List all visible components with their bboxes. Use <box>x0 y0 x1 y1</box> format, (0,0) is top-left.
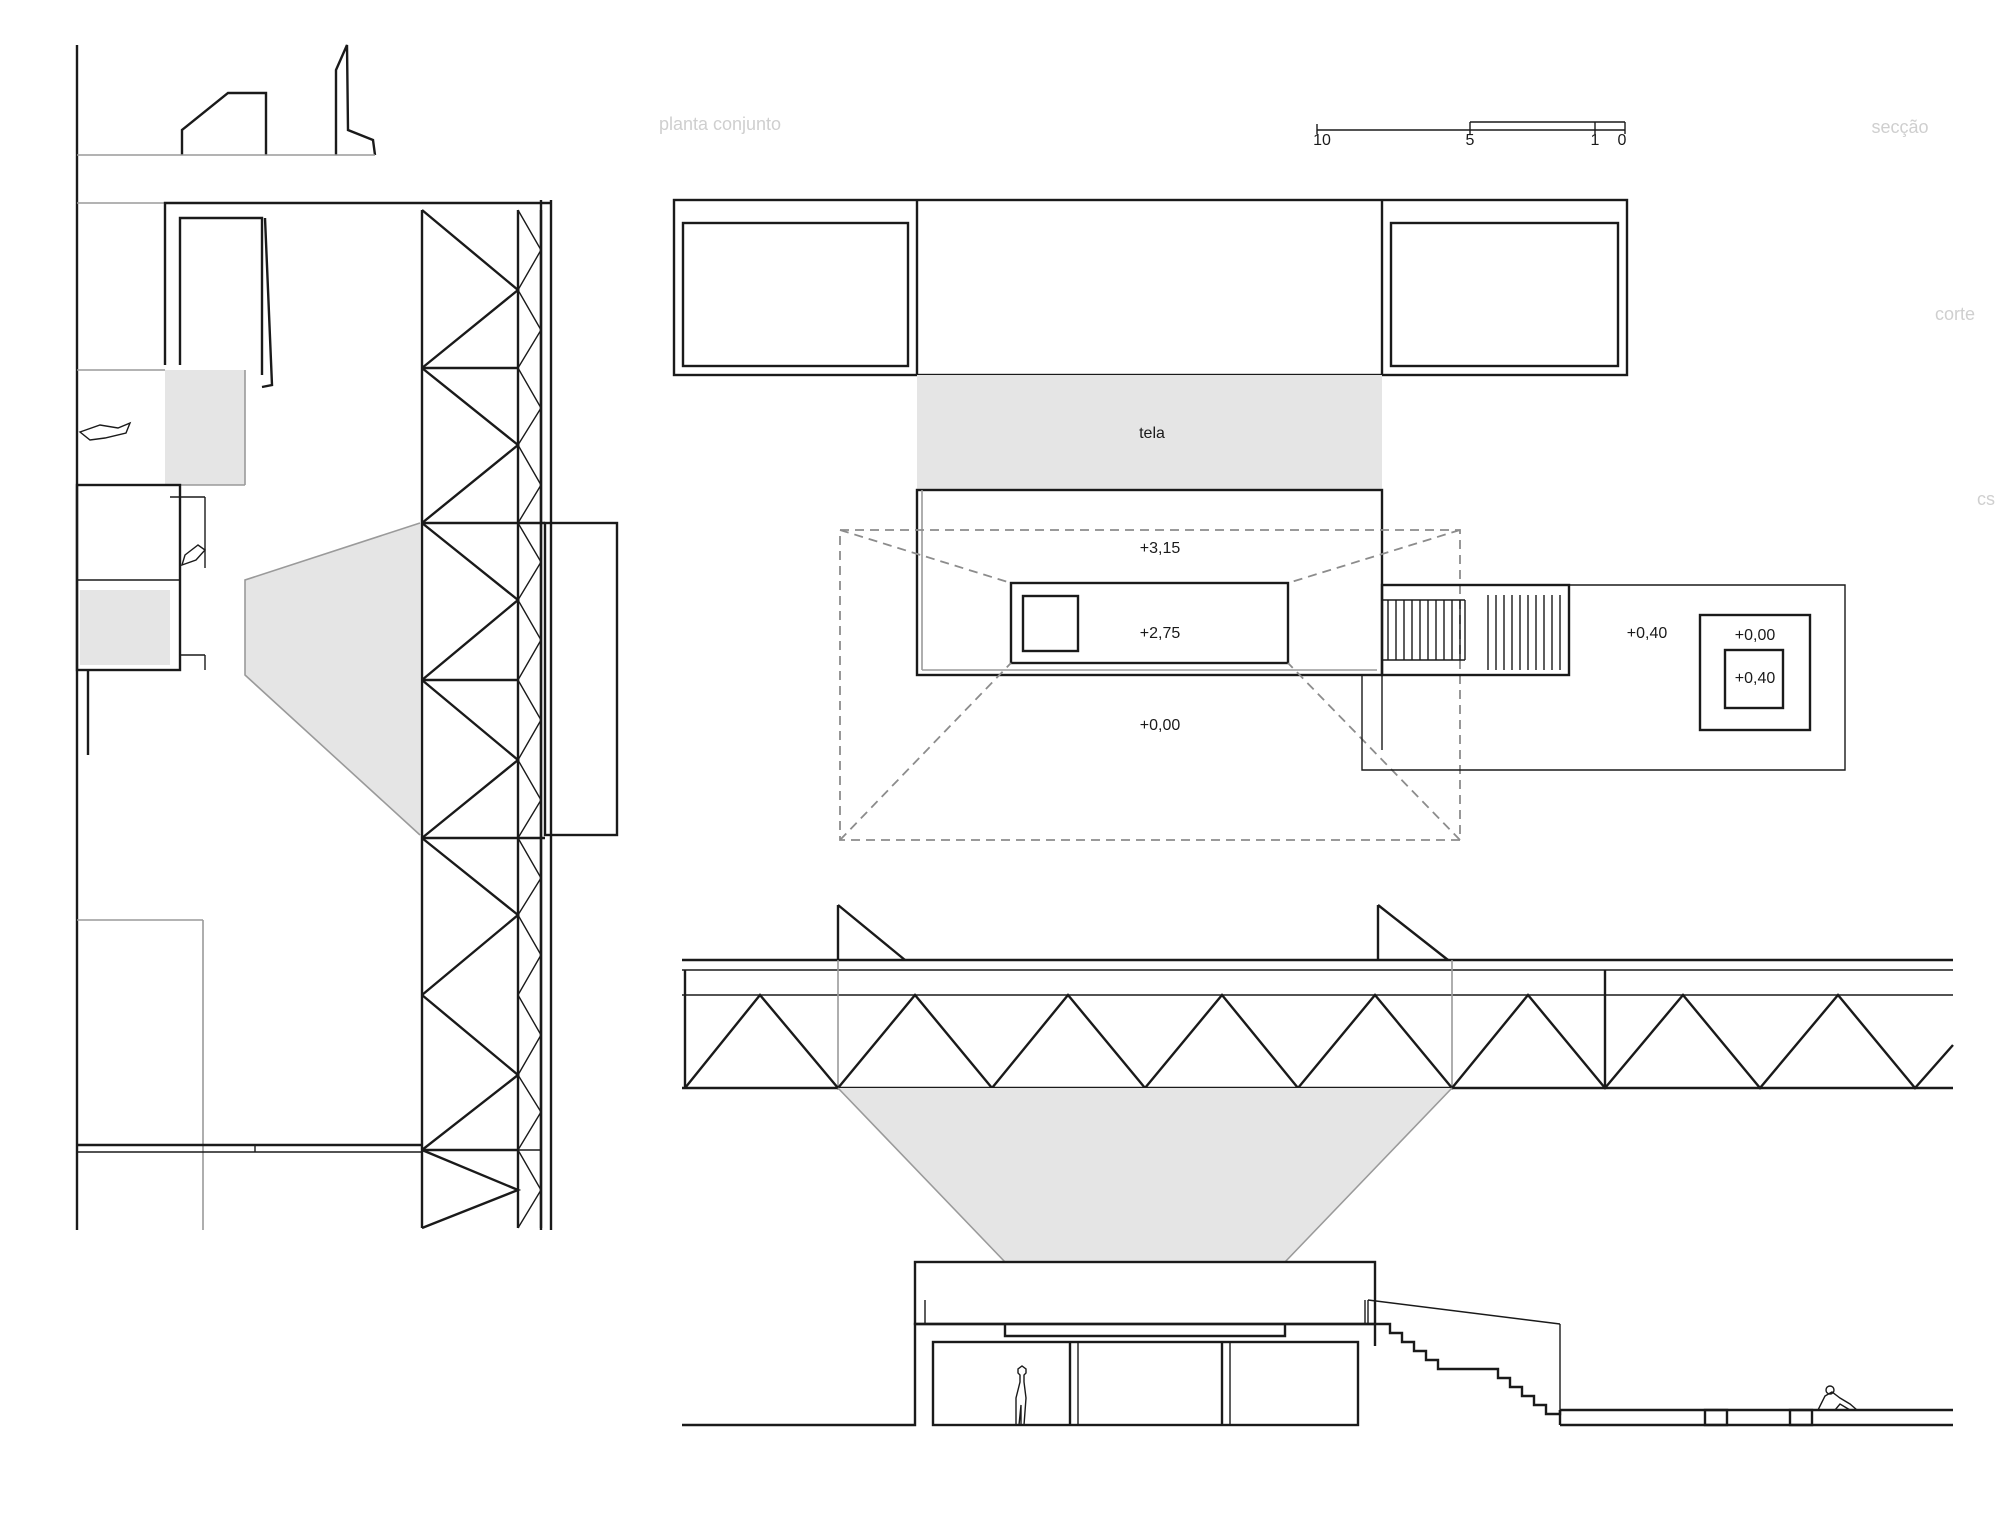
screen-label: tela <box>1139 425 1165 442</box>
scale-bar: 10 5 1 0 <box>1313 121 1627 149</box>
level-plaza-label: +0,40 <box>1627 625 1668 642</box>
scale-tick-1: 1 <box>1591 132 1600 149</box>
scale-tick-0: 0 <box>1618 132 1627 149</box>
faint-label-right-mid: corte <box>1935 304 1975 324</box>
vertical-section <box>75 44 619 1230</box>
level-mid-label: +2,75 <box>1140 625 1181 642</box>
scale-tick-5: 5 <box>1466 132 1475 149</box>
seated-person-icon <box>180 544 207 567</box>
level-ground-label: +0,00 <box>1140 717 1181 734</box>
faint-title: planta conjunto <box>659 114 781 134</box>
site-plan: 10 5 1 0 planta conjunto secção corte cs… <box>659 114 1995 841</box>
level-pit-outer-label: +0,00 <box>1735 627 1776 644</box>
level-upper-label: +3,15 <box>1140 540 1181 557</box>
scale-tick-10: 10 <box>1313 132 1331 149</box>
person-icon <box>78 421 132 441</box>
level-pit-inner-label: +0,40 <box>1735 670 1776 687</box>
standing-person-icon <box>1015 1365 1027 1426</box>
seated-person-icon-2 <box>1816 1391 1859 1411</box>
longitudinal-section <box>682 904 1954 1427</box>
faint-title-right: secção <box>1871 117 1928 137</box>
faint-label-right-small: cs <box>1977 489 1995 509</box>
